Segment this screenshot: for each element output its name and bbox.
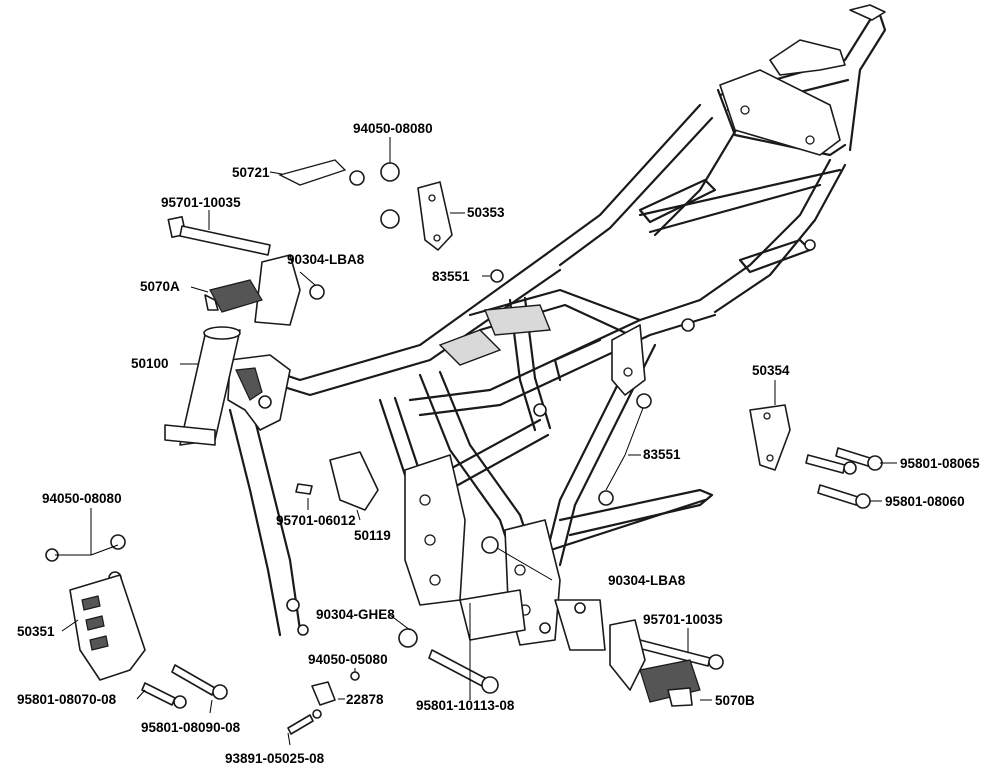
nut-94050-05080 — [350, 671, 360, 681]
label-50354: 50354 — [752, 363, 790, 378]
label-90304-lba8-top: 90304-LBA8 — [287, 252, 365, 267]
label-95701-10035-top: 95701-10035 — [161, 195, 241, 210]
plate-50354 — [749, 404, 791, 471]
heel-guard-50351 — [69, 574, 146, 681]
plate-50353 — [417, 181, 453, 251]
label-94050-08080-top: 94050-08080 — [353, 121, 433, 136]
washer-93891 — [312, 709, 322, 719]
label-90304-lba8-bottom: 90304-LBA8 — [608, 573, 686, 588]
label-83551-top: 83551 — [432, 269, 470, 284]
label-95801-08060: 95801-08060 — [885, 494, 965, 509]
label-95701-10035-bottom: 95701-10035 — [643, 612, 723, 627]
label-50721: 50721 — [232, 165, 270, 180]
cover-50119 — [329, 451, 379, 511]
bolt-95801-08070 — [141, 682, 176, 706]
bolt-95801-08090 — [171, 664, 216, 696]
label-50100: 50100 — [131, 356, 169, 371]
nut-90304-LBA8-bottom — [481, 536, 499, 554]
main-frame — [164, 4, 887, 651]
label-5070a: 5070A — [140, 279, 180, 294]
label-95801-08070-08: 95801-08070-08 — [17, 692, 117, 707]
label-22878: 22878 — [346, 692, 384, 707]
bolt-95801-10113 — [428, 649, 486, 687]
label-50351: 50351 — [17, 624, 55, 639]
nut-left-b — [110, 534, 126, 550]
label-90304-ghe8: 90304-GHE8 — [316, 607, 395, 622]
label-95801-08065: 95801-08065 — [900, 456, 980, 471]
clip-22878 — [311, 681, 336, 706]
footrest-5070A — [204, 254, 301, 326]
nut-group-top — [349, 162, 400, 229]
pin-clip-50721 — [278, 159, 347, 186]
bolt-95701-06012 — [295, 483, 313, 495]
label-5070b: 5070B — [715, 693, 755, 708]
nut-83551-top — [490, 269, 504, 283]
bolt-95701-10035-top — [167, 215, 271, 256]
leader-lines — [55, 137, 897, 746]
footrest-5070B — [609, 619, 701, 707]
label-50353: 50353 — [467, 205, 505, 220]
label-95801-10113-08: 95801-10113-08 — [416, 698, 515, 713]
nut-83551-right-a — [636, 393, 652, 409]
bolt-95701-10035-bottom — [637, 639, 711, 667]
label-83551-right: 83551 — [643, 447, 681, 462]
bolt-head-95801-08090 — [212, 684, 228, 700]
nut-83551-right-b — [598, 490, 614, 506]
screw-93891 — [287, 714, 314, 735]
label-94050-08080-left: 94050-08080 — [42, 491, 122, 506]
bolts-95801-right — [805, 447, 883, 509]
label-95801-08090-08: 95801-08090-08 — [141, 720, 241, 735]
bolt-head-95801-08070 — [173, 695, 187, 709]
label-50119: 50119 — [354, 528, 391, 543]
label-94050-05080: 94050-05080 — [308, 652, 388, 667]
nut-90304-LBA8-top — [309, 284, 325, 300]
nut-90304-GHE8 — [398, 628, 418, 648]
bolt-head-95801-10113 — [481, 676, 499, 694]
label-95701-06012: 95701-06012 — [276, 513, 356, 528]
bolt-head-95701-10035-bottom — [708, 654, 724, 670]
label-93891-05025-08: 93891-05025-08 — [225, 751, 325, 766]
